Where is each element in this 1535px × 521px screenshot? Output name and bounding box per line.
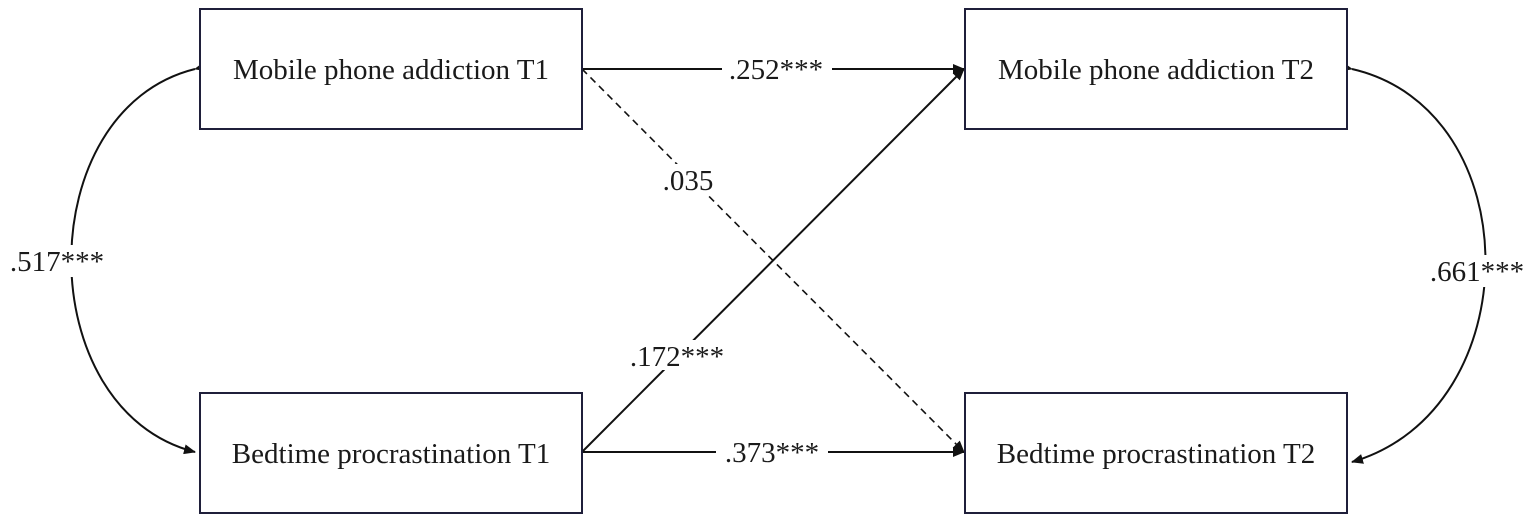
edge-label-bg-172 <box>624 340 732 370</box>
node-label-bp-t1: Bedtime procrastination T1 <box>232 438 550 470</box>
edge-label-bg-035 <box>656 164 716 194</box>
node-box-bp-t2 <box>964 392 1348 514</box>
edge-label-mpa-t1-to-bp-t2: .035 <box>663 165 714 197</box>
edge-label-mpa-t1-to-mpa-t2: .252*** <box>729 54 823 86</box>
edge-label-bg-517 <box>2 245 112 277</box>
correlation-label-t1: .517*** <box>10 246 104 278</box>
correlation-label-t2: .661*** <box>1430 256 1524 288</box>
node-box-mpa-t2 <box>964 8 1348 130</box>
edge-label-bp-t1-to-mpa-t2: .172*** <box>630 341 724 373</box>
edge-label-bg-373 <box>716 438 828 466</box>
edge-label-bg-252 <box>722 55 832 83</box>
node-box-bp-t1 <box>199 392 583 514</box>
edge-label-bg-661 <box>1424 255 1532 287</box>
node-label-bp-t2: Bedtime procrastination T2 <box>997 438 1315 470</box>
node-box-mpa-t1 <box>199 8 583 130</box>
path-bp-t1-to-mpa-t2 <box>581 68 965 453</box>
edge-label-bp-t1-to-bp-t2: .373*** <box>725 437 819 469</box>
node-label-mpa-t2: Mobile phone addiction T2 <box>998 54 1314 86</box>
node-label-mpa-t1: Mobile phone addiction T1 <box>233 54 549 86</box>
